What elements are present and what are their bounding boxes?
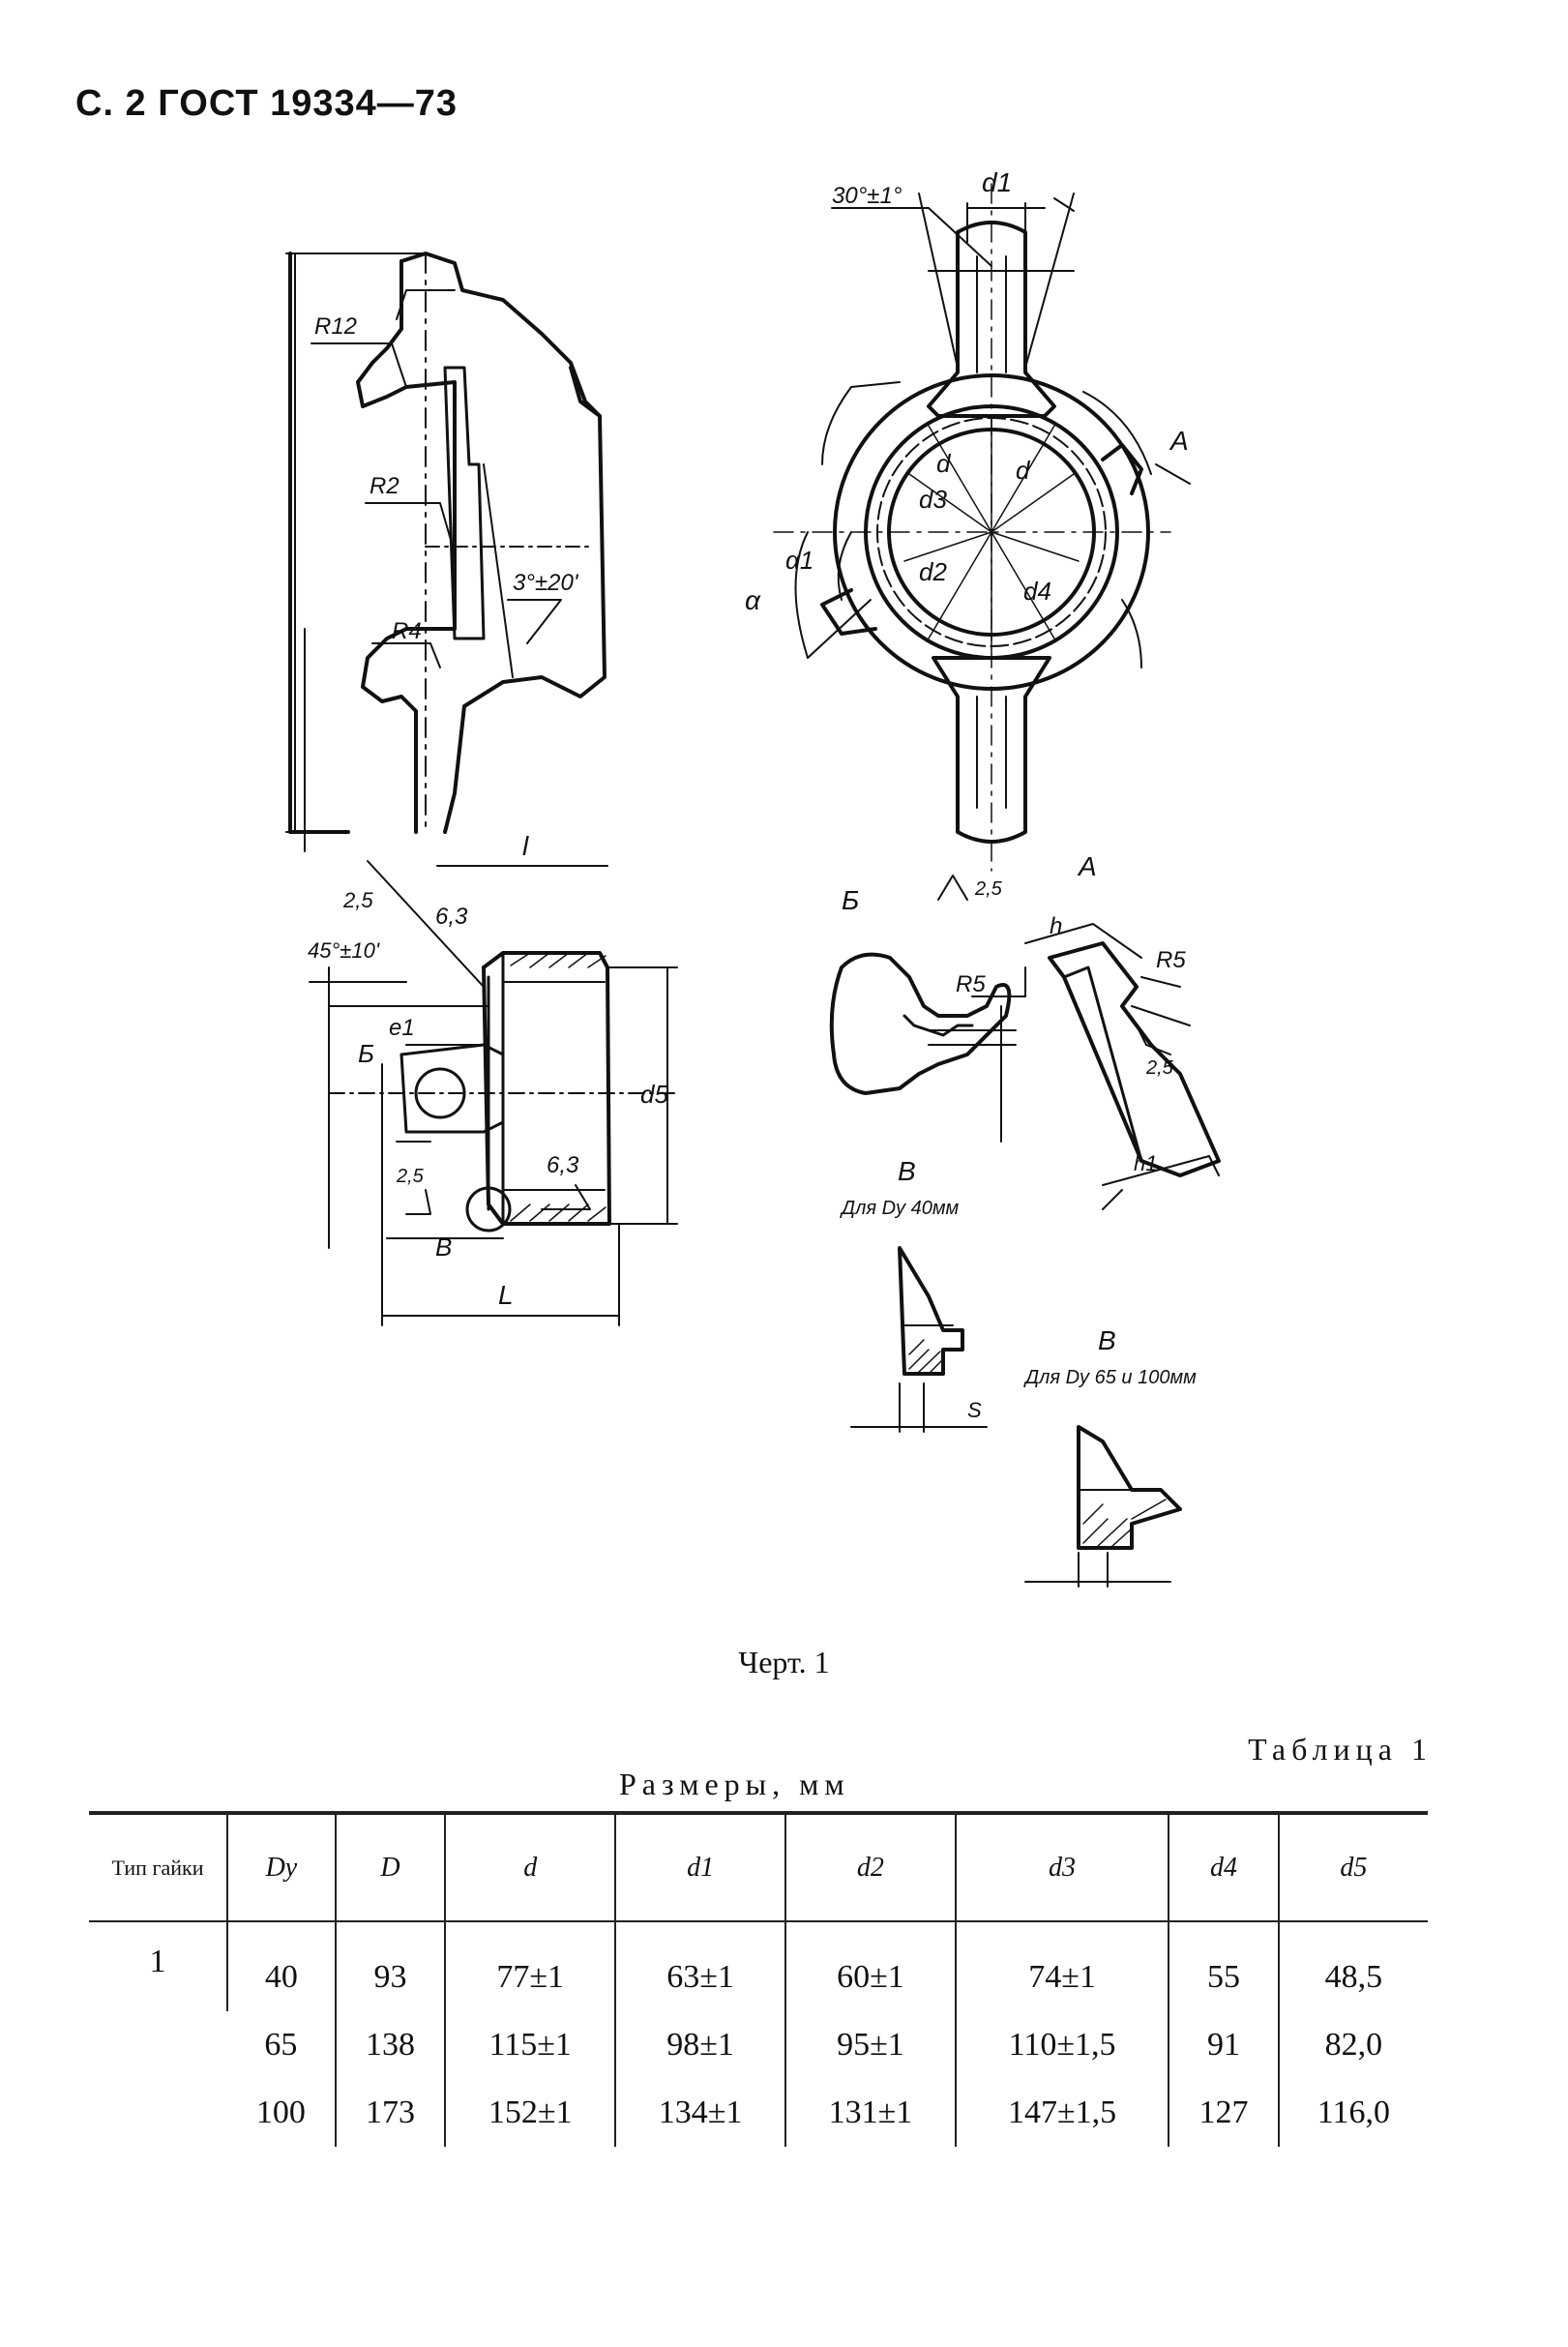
label-dy40: Для Dy 40мм [840,1198,960,1219]
table-cell: 110±1,5 [954,2011,1169,2079]
label-view-b: Б [842,885,859,915]
col-D: D [334,1813,446,1922]
label-v-mark: В [435,1233,452,1262]
section-hatching [510,952,606,1222]
table-cell: 65 [264,2027,298,2063]
label-rough-25: 2,5 [342,888,373,912]
side-view-outline [288,252,606,834]
label-rough-63-bot: 6,3 [547,1152,579,1178]
label-d3: d3 [919,485,947,514]
table-cell: 74±1 [954,1921,1169,2011]
label-view-a2: A [1077,851,1097,881]
label-view-v: В [898,1156,916,1186]
table-units: Размеры, мм [619,1767,850,1802]
table-cell: 77±1 [444,1921,616,2011]
col-d3: d3 [954,1813,1169,1922]
detail-v-65-outline [1024,1425,1182,1588]
label-rough-25-a: 2,5 [1145,1057,1174,1079]
cell-type: 1 [149,1944,166,1979]
section-view-outline [328,951,678,1233]
table-cell: 115±1 [444,2011,616,2079]
label-r2: R2 [370,473,399,499]
label-r5-a: R5 [1156,947,1186,973]
figure-caption: Черт. 1 [738,1645,830,1679]
table-row: 1 40 93 77±1 63±1 60±1 74±1 55 48,5 [89,1921,1428,2011]
table-cell: 100 [255,2094,306,2130]
label-d: d [1016,456,1031,485]
table-cell: 48,5 [1277,1921,1428,2011]
table-cell: 95±1 [784,2011,956,2079]
table-cell: 55 [1168,1921,1279,2011]
table-cell: 91 [1168,2011,1279,2079]
table-label: Таблица 1 [1248,1732,1433,1767]
dimensions-table: Тип гайки Dy D d d1 d2 d3 d4 d5 1 40 93 … [89,1811,1428,2147]
col-d: d [444,1813,616,1922]
label-d1: d1 [982,167,1012,197]
table-cell: 93 [334,1921,446,2011]
col-d1: d1 [614,1813,785,1922]
label-alpha1: α1 [785,546,814,575]
label-d4: d4 [1023,577,1051,606]
table-cell: 116,0 [1277,2079,1428,2147]
table-header-row: Тип гайки Dy D d d1 d2 d3 d4 d5 [89,1813,1428,1922]
col-d2: d2 [784,1813,956,1922]
col-d5: d5 [1277,1813,1428,1922]
label-d5: d5 [640,1080,668,1109]
label-rough-63-top: 6,3 [435,904,468,930]
table-cell: 98±1 [614,2011,785,2079]
label-d2: d2 [919,557,947,586]
label-view-v2: В [1098,1325,1116,1355]
detail-v-40-outline [850,1246,988,1433]
label-h1: h1 [1134,1151,1157,1175]
table-row: 65 138 115±1 98±1 95±1 110±1,5 91 82,0 [89,2011,1428,2079]
label-h: h [1050,913,1062,939]
col-d4: d4 [1168,1813,1279,1922]
label-alpha: α [745,585,761,615]
height-dimension [285,253,427,852]
label-angle-3: 3°±20' [513,570,579,596]
table-cell: 63±1 [614,1921,785,2011]
detail-a-outline [1024,923,1221,1210]
table-cell: 60±1 [784,1921,956,2011]
label-big-l: L [498,1280,514,1310]
label-d-left: d [936,449,952,478]
label-b-small: 2,5 [396,1166,425,1187]
table-cell: 40 [226,1921,336,2011]
table-cell: 134±1 [614,2079,785,2147]
col-type: Тип гайки [89,1813,227,1922]
label-dy65: Для Dy 65 и 100мм [1023,1367,1197,1388]
table-cell: 173 [334,2079,446,2147]
label-view-a: A [1169,426,1189,456]
table-cell: 147±1,5 [954,2079,1169,2147]
label-angle-45: 45°±10' [308,938,380,963]
top-view-radial-lines [773,183,1171,872]
label-r5-b: R5 [956,971,986,997]
label-b-mark: Б [358,1039,374,1068]
table-cell: 131±1 [784,2079,956,2147]
label-e1: e1 [389,1015,415,1041]
section-dimensions [309,860,678,1326]
label-r4: R4 [392,618,422,644]
page-header: С. 2 ГОСТ 19334—73 [75,83,459,124]
detail-v-65-hatching [1082,1499,1167,1547]
label-angle-30: 30°±1° [832,183,902,209]
label-s-dim: S [967,1398,982,1422]
label-rough-25-b: 2,5 [974,878,1003,900]
table-cell: 138 [334,2011,446,2079]
label-r12: R12 [314,313,357,340]
detail-b-outline [829,875,1026,1143]
table-units-text: Размеры, мм [619,1767,850,1801]
col-dy: Dy [226,1813,336,1922]
detail-v-40-hatching [908,1339,944,1373]
label-len-l: l [522,831,529,861]
table-row: 100 173 152±1 134±1 131±1 147±1,5 127 11… [89,2079,1428,2147]
table-cell: 152±1 [444,2079,616,2147]
top-view-dimensions [794,193,1191,668]
table-cell: 82,0 [1277,2011,1428,2079]
table-cell: 127 [1168,2079,1279,2147]
technical-drawing: d1 30°±1° R12 R2 R4 3°±20' l A d d3 d2 d… [285,167,1221,1588]
